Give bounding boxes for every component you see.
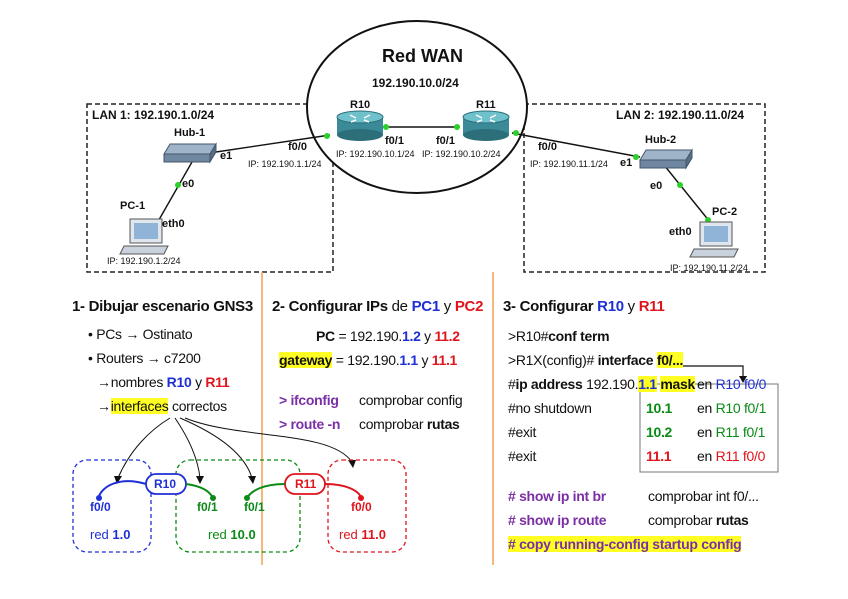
step2-cmd-ifconfig: > ifconfig [279,392,339,408]
hub1-port-e1: e1 [220,150,233,162]
computer-icon [689,221,739,258]
step3-cmd-show-route-desc: comprobar rutas [648,512,749,528]
step2-gateway-line: gateway = 192.190.1.1 y 11.1 [279,352,458,368]
iface-row-3-val: 10.2 [646,424,673,440]
hub2-label: Hub-2 [645,134,677,146]
mini-r10: R10 [154,477,177,491]
hub-icon [639,148,693,170]
pc1-port: eth0 [162,218,185,230]
step2-cmd-route-desc: comprobar rutas [359,416,460,432]
r10-ip-lan: IP: 192.190.1.1/24 [248,159,322,169]
r10-f00-label: f0/0 [288,141,307,153]
iface-row-1: en R10 f0/0 [697,376,767,392]
hub-icon [163,142,217,164]
hub1-label: Hub-1 [174,127,206,139]
lan2-title: LAN 2: 192.190.11.0/24 [616,108,745,122]
wan-network: 192.190.10.0/24 [372,76,459,90]
arrow-icon: → [146,350,161,366]
step2-title: 2- Configurar IPs de PC1 y PC2 [272,298,484,315]
lan1-box [86,103,334,273]
router-icon [462,110,510,141]
step3-line-conf: >R10#conf term [508,328,610,344]
step1-interfaces-line: →interfaces correctos [97,398,227,414]
r11-ip-lan: IP: 192.190.11.1/24 [530,159,608,169]
r10-f01-label: f0/1 [385,135,404,147]
hub2-port-e0: e0 [650,180,663,192]
step1-title: 1- Dibujar escenario GNS3 [72,298,253,315]
net-box-10 [175,459,301,553]
mini-r11: R11 [295,477,317,491]
pc2-ip: IP: 192.190.11.2/24 [670,263,748,273]
wan-title: Red WAN [382,46,463,66]
step3-cmd-copy: # copy running-config startup config [508,536,742,552]
iface-row-4: en R11 f0/0 [697,448,766,464]
mini-f00-r10: f0/0 [90,500,111,514]
net-label-1: red 1.0 [90,527,131,542]
net-box-11 [327,459,407,553]
net-label-11: red 11.0 [339,527,387,542]
pc1-ip: IP: 192.190.1.2/24 [107,256,181,266]
r11-f01-label: f0/1 [436,135,455,147]
pc2-label: PC-2 [712,206,738,218]
step2-cmd-ifconfig-desc: comprobar config [359,392,463,408]
arrow-icon: → [97,374,111,390]
hub2-port-e1: e1 [620,157,633,169]
lan1-title: LAN 1: 192.190.1.0/24 [92,108,215,122]
interface-table-box [639,383,779,473]
mini-f01-r10: f0/1 [197,500,218,514]
r11-ip-wan: IP: 192.190.10.2/24 [422,149,501,159]
step3-cmd-show-int-desc: comprobar int f0/... [648,488,759,504]
step3-line-noshut: #no shutdown [508,400,592,416]
step3-cmd-show-route: # show ip route [508,512,607,528]
step1-nombres-line: →nombres R10 y R11 [97,374,230,390]
computer-icon [119,218,169,255]
pc1-label: PC-1 [120,200,146,212]
r10-label: R10 [350,99,371,111]
step2-cmd-route: > route -n [279,416,341,432]
r10-ip-wan: IP: 192.190.10.1/24 [336,149,415,159]
r11-label: R11 [476,99,496,111]
router-icon [336,110,384,141]
step3-title: 3- Configurar R10 y R11 [503,298,665,315]
iface-row-2-val: 10.1 [646,400,673,416]
hub1-port-e0: e0 [182,178,195,190]
iface-row-3: en R11 f0/1 [697,424,766,440]
net-box-1 [72,459,152,553]
lan2-box [523,103,766,273]
step3-line-exit1: #exit [508,424,537,440]
net-label-10: red 10.0 [208,527,256,542]
iface-row-4-val: 11.1 [646,448,672,464]
arrow-icon: → [125,326,140,342]
iface-row-2: en R10 f0/1 [697,400,767,416]
step3-line-interface: >R1X(config)# interface f0/... [508,352,684,368]
step1-routers-line: • Routers → c7200 [88,350,201,366]
arrow-icon: → [97,398,111,414]
pc2-port: eth0 [669,226,692,238]
r11-f00-label: f0/0 [538,141,557,153]
mini-f00-r11: f0/0 [351,500,372,514]
step3-line-ip: #ip address 192.190.1.1 mask [508,376,695,392]
step3-line-exit2: #exit [508,448,537,464]
step1-pcs-line: • PCs → Ostinato [88,326,193,342]
step2-pc-line: PC = 192.190.1.2 y 11.2 [316,328,460,344]
step3-cmd-show-int: # show ip int br [508,488,606,504]
mini-f01-r11: f0/1 [244,500,265,514]
wan-ellipse [306,20,528,194]
